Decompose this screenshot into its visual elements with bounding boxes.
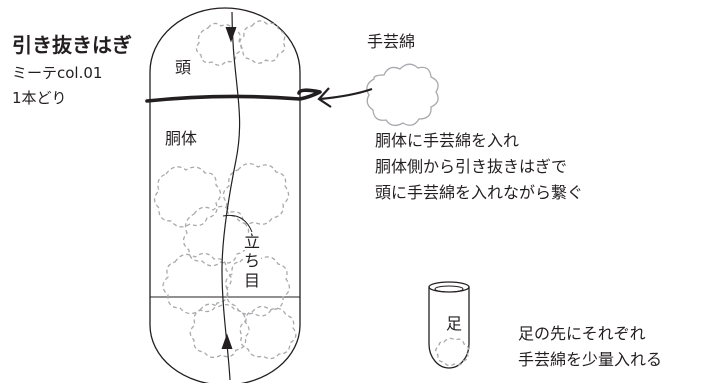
seam-arrow-line <box>319 87 373 101</box>
rib-line <box>221 11 241 381</box>
seam-arrow-head <box>317 87 332 108</box>
instruction-line-2: 胴体側から引き抜きはぎで <box>375 157 568 176</box>
rib-label-char-1: 立 <box>243 232 261 251</box>
joining-seam <box>145 88 322 103</box>
body-outline <box>149 100 301 383</box>
rib-callout-curve <box>222 214 253 233</box>
stuffing-label: 手芸綿 <box>367 32 416 51</box>
foot-instruction-line-1: 足の先にそれぞれ <box>518 324 646 343</box>
foot-outline <box>428 281 470 369</box>
strand-count: 1本どり <box>12 89 67 107</box>
instruction-line-1: 胴体に手芸綿を入れ <box>375 131 520 150</box>
stuffing-cloud-icon <box>366 63 439 127</box>
rib-arrow-bottom <box>221 333 233 350</box>
head-label: 頭 <box>175 58 192 77</box>
instruction-line-3: 頭に手芸綿を入れながら繋ぐ <box>375 183 584 202</box>
rib-label-char-2: ち <box>243 251 261 270</box>
body-label: 胴体 <box>165 129 198 148</box>
thread-spec: ミーテcol.01 <box>12 64 103 82</box>
head-outline <box>149 7 301 100</box>
foot-stuffing-cloud <box>435 337 470 367</box>
foot-label: 足 <box>446 314 463 333</box>
join-method-title: 引き抜きはぎ <box>12 33 132 57</box>
body-stuffing-clouds <box>153 163 297 360</box>
foot-instruction-line-2: 手芸綿を少量入れる <box>518 350 663 369</box>
rib-label-char-3: 目 <box>243 271 261 290</box>
rib-arrow-top <box>225 26 237 43</box>
head-stuffing-clouds <box>195 20 286 66</box>
